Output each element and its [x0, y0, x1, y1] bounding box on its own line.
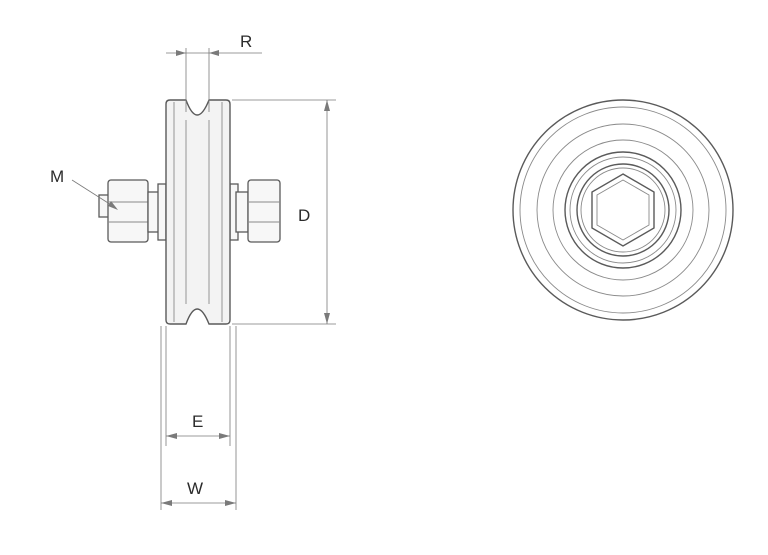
front-view — [512, 99, 734, 321]
dimension-w: W — [160, 326, 237, 510]
label-r: R — [240, 32, 252, 51]
label-e: E — [192, 412, 203, 431]
dimension-r: R — [166, 32, 262, 112]
dimension-d: D — [232, 99, 336, 325]
dimension-e: E — [165, 326, 231, 446]
side-view: R M D E — [50, 32, 336, 510]
hex-socket — [591, 173, 655, 247]
label-m: M — [50, 167, 64, 186]
right-nut — [229, 179, 281, 243]
dimension-m: M — [50, 167, 118, 210]
left-nut — [98, 179, 167, 243]
wheel-side — [165, 99, 231, 325]
label-w: W — [187, 479, 203, 498]
label-d: D — [298, 206, 310, 225]
